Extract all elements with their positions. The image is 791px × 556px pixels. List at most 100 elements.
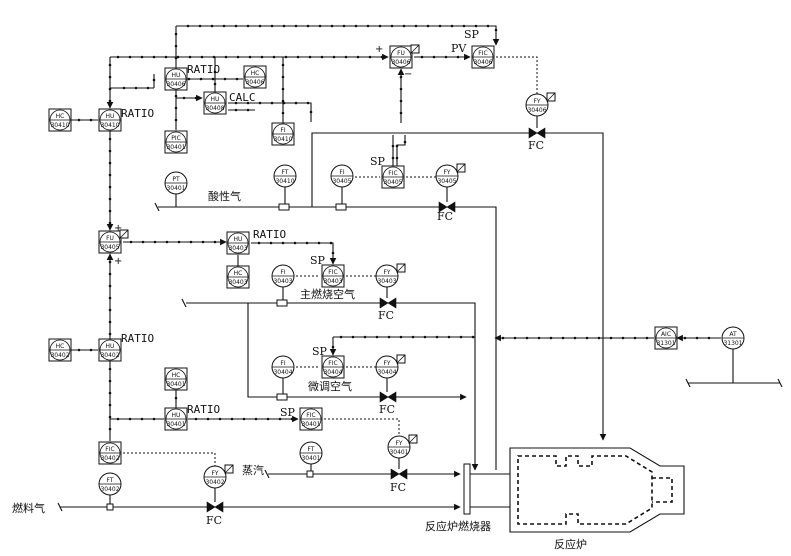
label-fc-5: FC [390,481,406,494]
signal-dot [189,240,193,244]
signal-dot [344,55,348,59]
instrument-hu30406: HU 30406 [164,67,188,91]
label-plus-1: + [375,44,383,55]
signal-dot [609,336,613,340]
signal-dot [152,417,156,421]
signal-dot [108,272,112,276]
instrument-type: FIC [328,360,337,367]
instrument-type: HU [172,72,181,79]
signal-dot [395,156,399,160]
instrument-number: 30402 [100,486,119,493]
signal-dot [116,417,120,421]
acid-gas-branch [311,132,607,441]
signal-dot [281,75,285,79]
signal-dot [108,63,112,67]
label-sp-5: SP [280,406,296,419]
instrument-number: 30410 [100,122,119,129]
instrument-number: 30406 [473,59,492,66]
instrument-type: PIC [171,135,181,142]
signal-dot [561,336,565,340]
signal-dot [395,144,399,148]
signal-dot [152,78,156,82]
instrument-type: FI [280,269,285,276]
instrument-type: AIC [661,331,671,338]
signal-dot [281,87,285,91]
instrument-type: HU [211,96,220,103]
signal-dot [444,55,448,59]
signal-dot [378,24,382,28]
signal-dot [281,111,285,115]
instrument-number: 30406 [166,81,185,88]
signal-dot [294,101,298,105]
signal-dot [399,87,403,91]
reaction-furnace [463,447,685,533]
signal-dot [108,197,112,201]
signal-dot [210,24,214,28]
signal-dot [597,336,601,340]
dashed-signals [123,56,538,466]
signal-dot [260,55,264,59]
label-trim-air: 微调空气 [308,379,352,393]
instrument-number: 30404 [377,369,396,376]
signal-dot [108,260,112,264]
instrument-type: FU [397,50,405,57]
signal-dot [695,336,699,340]
signal-dot [201,240,205,244]
instrument-type: HC [251,70,260,77]
label-fc-6: FC [206,514,222,527]
signal-dot [234,101,238,105]
signal-dot [108,415,112,419]
signal-dot [108,99,112,103]
signal-dot [254,417,258,421]
signal-dot [380,55,384,59]
instruments: FU30406FIC30406HU30406HC30406HU30408FY30… [48,44,745,496]
signal-dot [108,173,112,177]
signal-dot [414,24,418,28]
signal-dot [363,335,367,339]
signal-dot [368,55,372,59]
signal-dot [165,240,169,244]
signal-dot [281,63,285,67]
label-fc-4: FC [379,403,395,416]
label-ratio-4: RATIO [121,332,154,345]
labels: RATIOCALCRATIORATIORATIORATIOSPPVSPSPSPS… [12,28,587,551]
signal-dot [290,417,294,421]
signal-dot [146,86,150,90]
signal-dot [282,24,286,28]
instrument-number: 30401 [166,185,185,192]
instrument-type: FU [106,235,114,242]
signal-dot [246,24,250,28]
signal-dot [213,82,217,86]
signal-dot [258,24,262,28]
instrument-number: 30402 [100,455,119,462]
instrument-number: 30402 [50,352,69,359]
signal-dots [77,24,711,431]
signal-dot [294,24,298,28]
signal-dot [331,345,335,349]
signal-dot [266,417,270,421]
instrument-number: 30401 [301,421,320,428]
signal-dot [187,77,191,81]
instrument-type: FY [383,360,390,367]
acid-gas-line [158,206,497,470]
signal-dot [246,101,250,105]
signal-dot [176,55,180,59]
signal-dot [174,106,178,110]
signal-dot [128,417,132,421]
trim-air-line [247,303,467,401]
signal-dot [513,336,517,340]
instrument-type: FIC [388,170,397,177]
signal-dot [198,24,202,28]
signal-dot [284,55,288,59]
signal-dot [234,108,238,112]
signal-dot [269,241,273,245]
signal-dot [351,335,355,339]
